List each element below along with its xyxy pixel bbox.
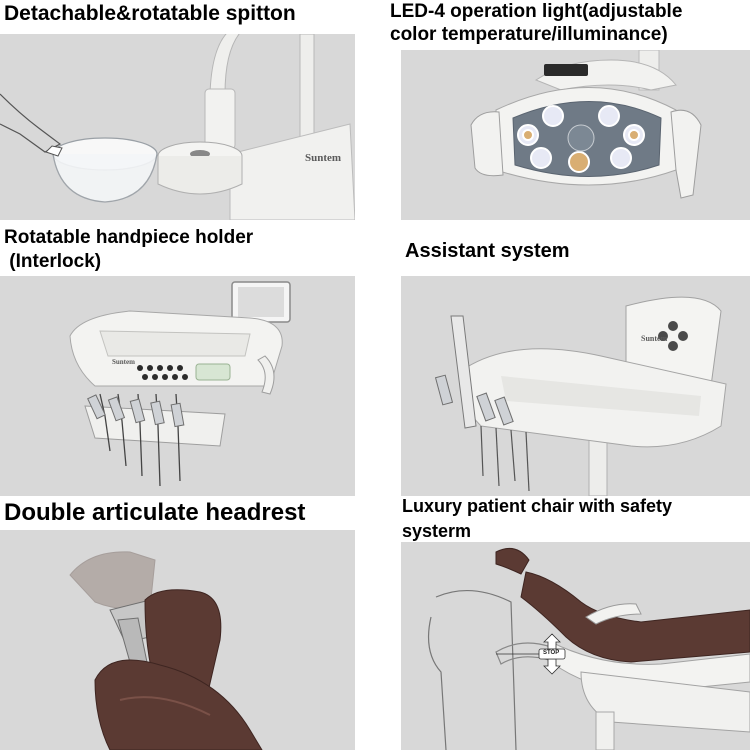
caption-spittoon: Detachable&rotatable spitton <box>4 2 296 25</box>
photo-assistant-system: Suntem <box>401 276 750 496</box>
photo-instrument-tray: Suntem <box>0 276 355 496</box>
caption-operation-light-line1: LED-4 operation light(adjustable <box>390 1 683 22</box>
spittoon-illustration <box>0 34 355 220</box>
headrest-illustration <box>69 551 263 750</box>
instrument-tray-illustration <box>69 281 291 487</box>
photo-operation-light <box>401 50 750 220</box>
caption-headrest: Double articulate headrest <box>4 499 306 526</box>
operation-light-illustration <box>470 50 702 199</box>
caption-assistant-system: Assistant system <box>405 240 570 262</box>
caption-handpiece-holder-line1: Rotatable handpiece holder <box>4 227 254 248</box>
stop-label: STOP <box>543 650 560 656</box>
brand-mark: Suntem <box>641 334 668 343</box>
patient-chair-illustration <box>428 547 750 750</box>
caption-operation-light-line2: color temperature/illuminance) <box>390 24 668 45</box>
photo-spittoon: Suntem <box>0 34 355 220</box>
brand-mark: Suntem <box>112 358 135 366</box>
photo-headrest <box>0 530 355 750</box>
caption-patient-chair-line1: Luxury patient chair with safety <box>402 496 673 516</box>
assistant-system-illustration <box>434 296 727 496</box>
photo-patient-chair: STOP <box>401 542 750 750</box>
brand-mark: Suntem <box>305 152 342 164</box>
caption-handpiece-holder-line2: (Interlock) <box>4 251 102 272</box>
caption-patient-chair-line2: systerm <box>402 521 472 541</box>
